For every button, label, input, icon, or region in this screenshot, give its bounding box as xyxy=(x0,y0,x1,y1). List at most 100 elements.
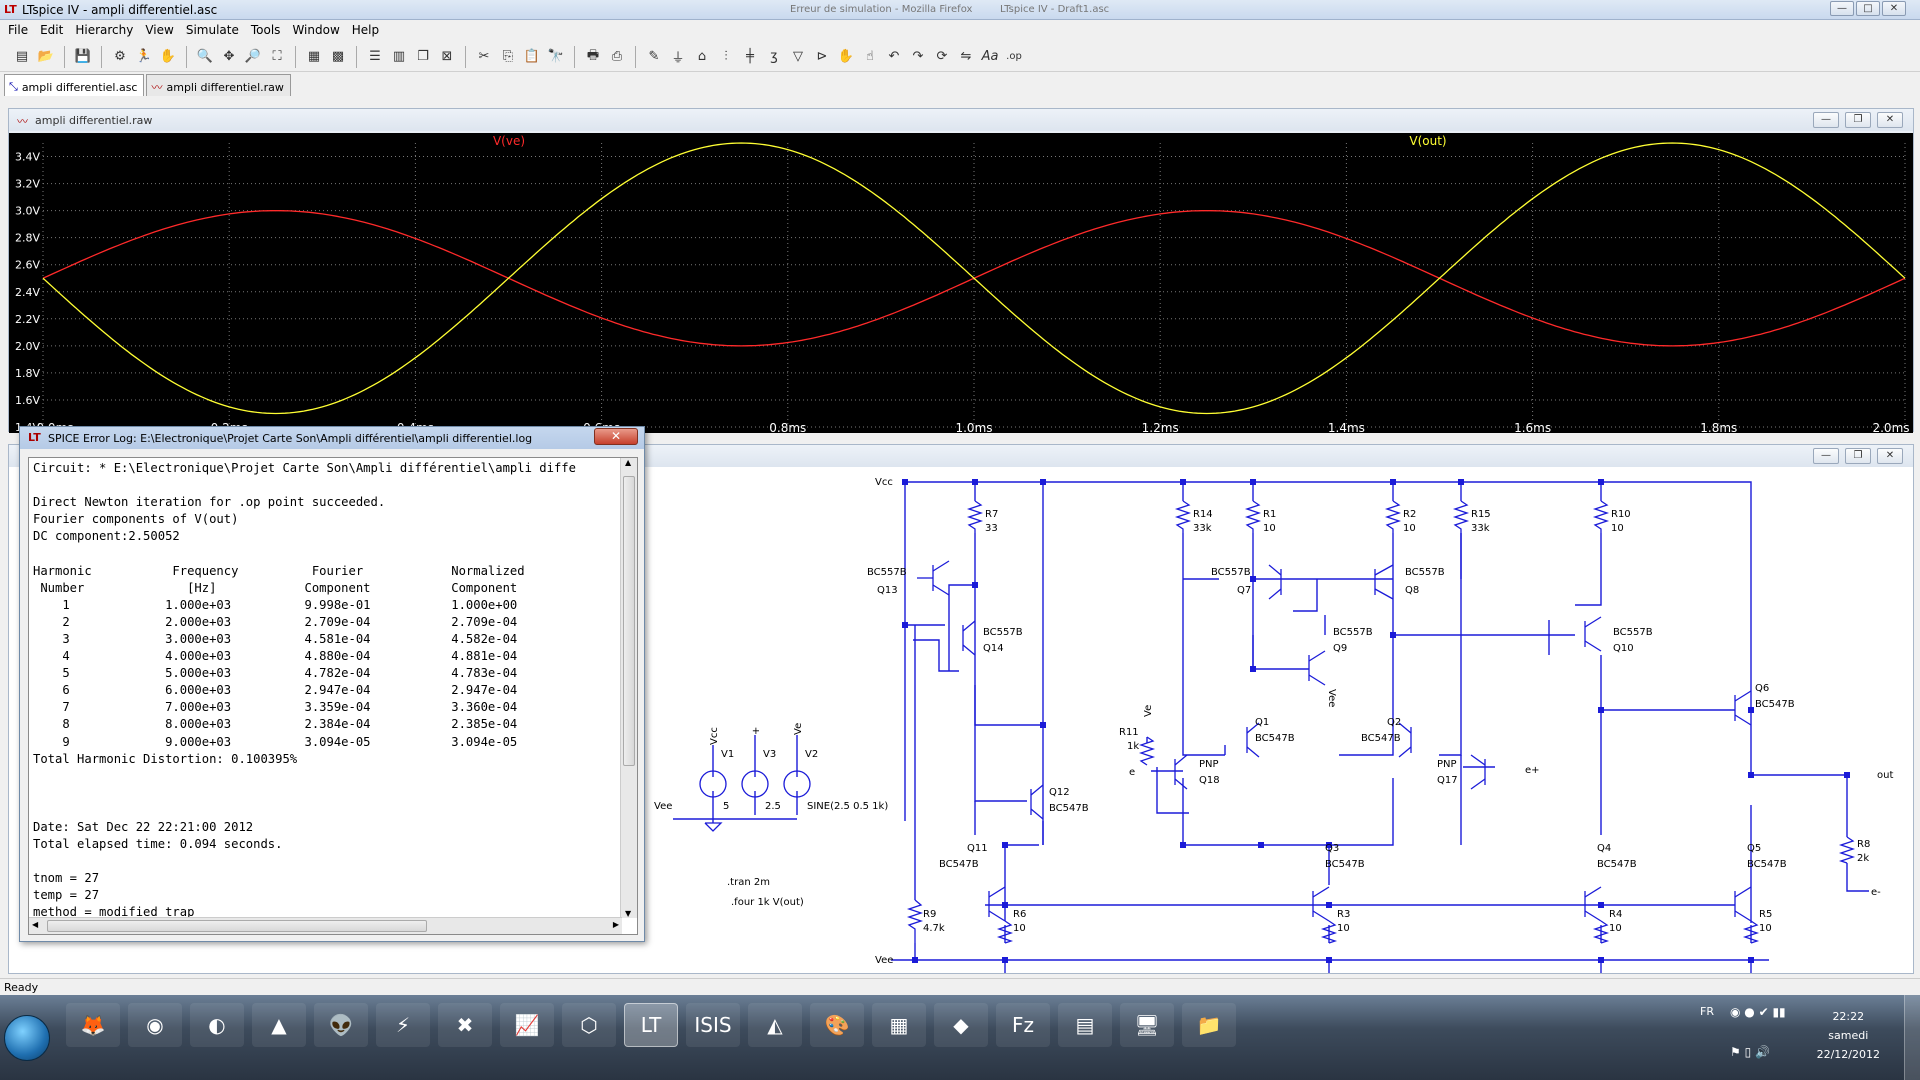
restore-button[interactable]: ❐ xyxy=(1845,448,1871,464)
paste-icon[interactable]: 📋 xyxy=(523,49,541,64)
trace-label-v-out[interactable]: V(out) xyxy=(1409,134,1446,148)
drag-icon[interactable]: ☝ xyxy=(866,49,874,64)
rotate-icon[interactable]: ⟳ xyxy=(936,49,948,64)
copy-icon[interactable]: ⎘ xyxy=(502,49,514,64)
origin-icon[interactable]: ◐ xyxy=(190,1003,244,1047)
print-icon[interactable]: ⎙ xyxy=(611,49,623,64)
run-icon[interactable]: 🏃 xyxy=(135,49,153,64)
horizontal-scrollbar[interactable]: ◀▶ xyxy=(29,917,622,934)
start-button[interactable] xyxy=(4,1015,50,1061)
redo-icon[interactable]: ↷ xyxy=(912,49,924,64)
isis-icon[interactable]: ISIS xyxy=(686,1003,740,1047)
diode-icon[interactable]: ▽ xyxy=(793,49,803,64)
control-panel-icon[interactable]: ⚙ xyxy=(114,49,126,64)
menu-window[interactable]: Window xyxy=(292,23,340,37)
tran-directive[interactable]: .tran 2m xyxy=(727,877,770,888)
draw-wire-icon[interactable]: ✎ xyxy=(648,49,660,64)
move-icon[interactable]: ✋ xyxy=(837,49,855,64)
menu-view[interactable]: View xyxy=(145,23,174,37)
utility-icon[interactable]: ✖ xyxy=(438,1003,492,1047)
firefox-icon[interactable]: 🦊 xyxy=(66,1003,120,1047)
halt-icon[interactable]: ✋ xyxy=(159,49,177,64)
minimize-button[interactable]: — xyxy=(1830,1,1854,16)
scroll-left-icon[interactable]: ◀ xyxy=(32,920,39,929)
resistor-icon[interactable]: ⫶ xyxy=(724,49,728,64)
zoom-in-icon[interactable]: 🔍 xyxy=(196,49,214,64)
save-icon[interactable]: 💾 xyxy=(74,49,92,64)
inductor-icon[interactable]: ʒ xyxy=(770,49,778,64)
menu-simulate[interactable]: Simulate xyxy=(185,23,239,37)
close-window-icon[interactable]: ⊠ xyxy=(441,49,453,64)
pan-icon[interactable]: ✥ xyxy=(223,49,235,64)
language-indicator[interactable]: FR xyxy=(1700,1005,1714,1018)
zoom-out-icon[interactable]: 🔎 xyxy=(244,49,262,64)
four-directive[interactable]: .four 1k V(out) xyxy=(731,897,804,908)
trace-v-out[interactable] xyxy=(42,142,1906,415)
cut-icon[interactable]: ✂ xyxy=(478,49,490,64)
new-schematic-icon[interactable]: ▤ xyxy=(15,49,29,64)
restore-button[interactable]: ❐ xyxy=(1845,112,1871,128)
spice-directive-icon[interactable]: .op xyxy=(1006,51,1022,62)
filezilla-icon[interactable]: Fz xyxy=(996,1003,1050,1047)
close-button[interactable]: ✕ xyxy=(1877,112,1903,128)
tile-horizontal-icon[interactable]: ☰ xyxy=(369,49,381,64)
paint-icon[interactable]: 🎨 xyxy=(810,1003,864,1047)
vertical-scroll-thumb[interactable] xyxy=(623,476,635,766)
capacitor-icon[interactable]: ╪ xyxy=(746,49,754,64)
trace-label-v-ve[interactable]: V(ve) xyxy=(493,134,525,148)
vertical-scrollbar[interactable]: ▲▼ xyxy=(620,458,637,918)
scroll-up-icon[interactable]: ▲ xyxy=(625,458,632,467)
ltspice-taskbar-icon[interactable]: LT xyxy=(624,1003,678,1047)
steam-icon[interactable]: ◉ xyxy=(128,1003,182,1047)
alienware-icon[interactable]: 👽 xyxy=(314,1003,368,1047)
menu-tools[interactable]: Tools xyxy=(250,23,281,37)
zoom-fit-icon[interactable]: ⛶ xyxy=(272,49,282,64)
cascade-icon[interactable]: ❐ xyxy=(417,49,429,64)
text-icon[interactable]: Aa xyxy=(981,49,999,64)
remote-desktop-icon[interactable]: 🖥 xyxy=(1120,1003,1174,1047)
close-button[interactable]: ✕ xyxy=(1877,448,1903,464)
scroll-down-icon[interactable]: ▼ xyxy=(625,909,632,918)
error-log-text-area[interactable]: Circuit: * E:\Electronique\Projet Carte … xyxy=(28,457,638,935)
tab-schematic[interactable]: ⤡ampli differentiel.asc xyxy=(4,74,145,96)
cube-app-icon[interactable]: ⬡ xyxy=(562,1003,616,1047)
label-net-icon[interactable]: ⌂ xyxy=(697,49,707,64)
tray-icons[interactable]: ◉ ● ✔ ▮▮ xyxy=(1730,1005,1786,1019)
vlc-icon[interactable]: ▲ xyxy=(252,1003,306,1047)
graph-app-icon[interactable]: 📈 xyxy=(500,1003,554,1047)
autorange-icon[interactable]: ▦ xyxy=(307,49,321,64)
menu-hierarchy[interactable]: Hierarchy xyxy=(75,23,134,37)
tab-waveform[interactable]: 〰ampli differentiel.raw xyxy=(146,74,291,96)
menu-help[interactable]: Help xyxy=(351,23,380,37)
spice-error-log-dialog: LT SPICE Error Log: E:\Electronique\Proj… xyxy=(19,426,645,942)
minimize-button[interactable]: — xyxy=(1813,448,1839,464)
explorer-icon[interactable]: 📁 xyxy=(1182,1003,1236,1047)
horizontal-scroll-thumb[interactable] xyxy=(47,920,427,932)
maximize-button[interactable]: □ xyxy=(1856,1,1880,16)
mirror-icon[interactable]: ⇋ xyxy=(960,49,972,64)
waveform-plot[interactable]: 0.0ms0.2ms0.4ms0.6ms0.8ms1.0ms1.2ms1.4ms… xyxy=(9,133,1913,433)
show-desktop-button[interactable] xyxy=(1904,995,1920,1080)
tray-icons-row2[interactable]: ⚑ ▯ 🔊 xyxy=(1730,1045,1770,1059)
matlab-icon[interactable]: ◭ xyxy=(748,1003,802,1047)
print-setup-icon[interactable]: 🖶 xyxy=(586,47,600,63)
network-app-icon[interactable]: ▦ xyxy=(872,1003,926,1047)
close-button[interactable]: ✕ xyxy=(1882,1,1906,16)
calculator-icon[interactable]: ▤ xyxy=(1058,1003,1112,1047)
open-icon[interactable]: 📂 xyxy=(37,49,55,64)
menu-file[interactable]: File xyxy=(8,23,29,37)
undo-icon[interactable]: ↶ xyxy=(888,49,900,64)
r3-label: R3 xyxy=(1337,909,1350,920)
grid-icon[interactable]: ▩ xyxy=(331,49,345,64)
tile-vertical-icon[interactable]: ▥ xyxy=(392,49,406,64)
app-box-icon[interactable]: ◆ xyxy=(934,1003,988,1047)
minimize-button[interactable]: — xyxy=(1813,112,1839,128)
error-log-close-button[interactable]: ✕ xyxy=(594,428,638,445)
find-icon[interactable]: 🔭 xyxy=(547,49,565,64)
scroll-right-icon[interactable]: ▶ xyxy=(612,920,619,929)
flashget-icon[interactable]: ⚡ xyxy=(376,1003,430,1047)
menu-edit[interactable]: Edit xyxy=(40,23,64,37)
ground-icon[interactable]: ⏚ xyxy=(671,51,685,66)
component-icon[interactable]: ⊳ xyxy=(816,49,828,64)
